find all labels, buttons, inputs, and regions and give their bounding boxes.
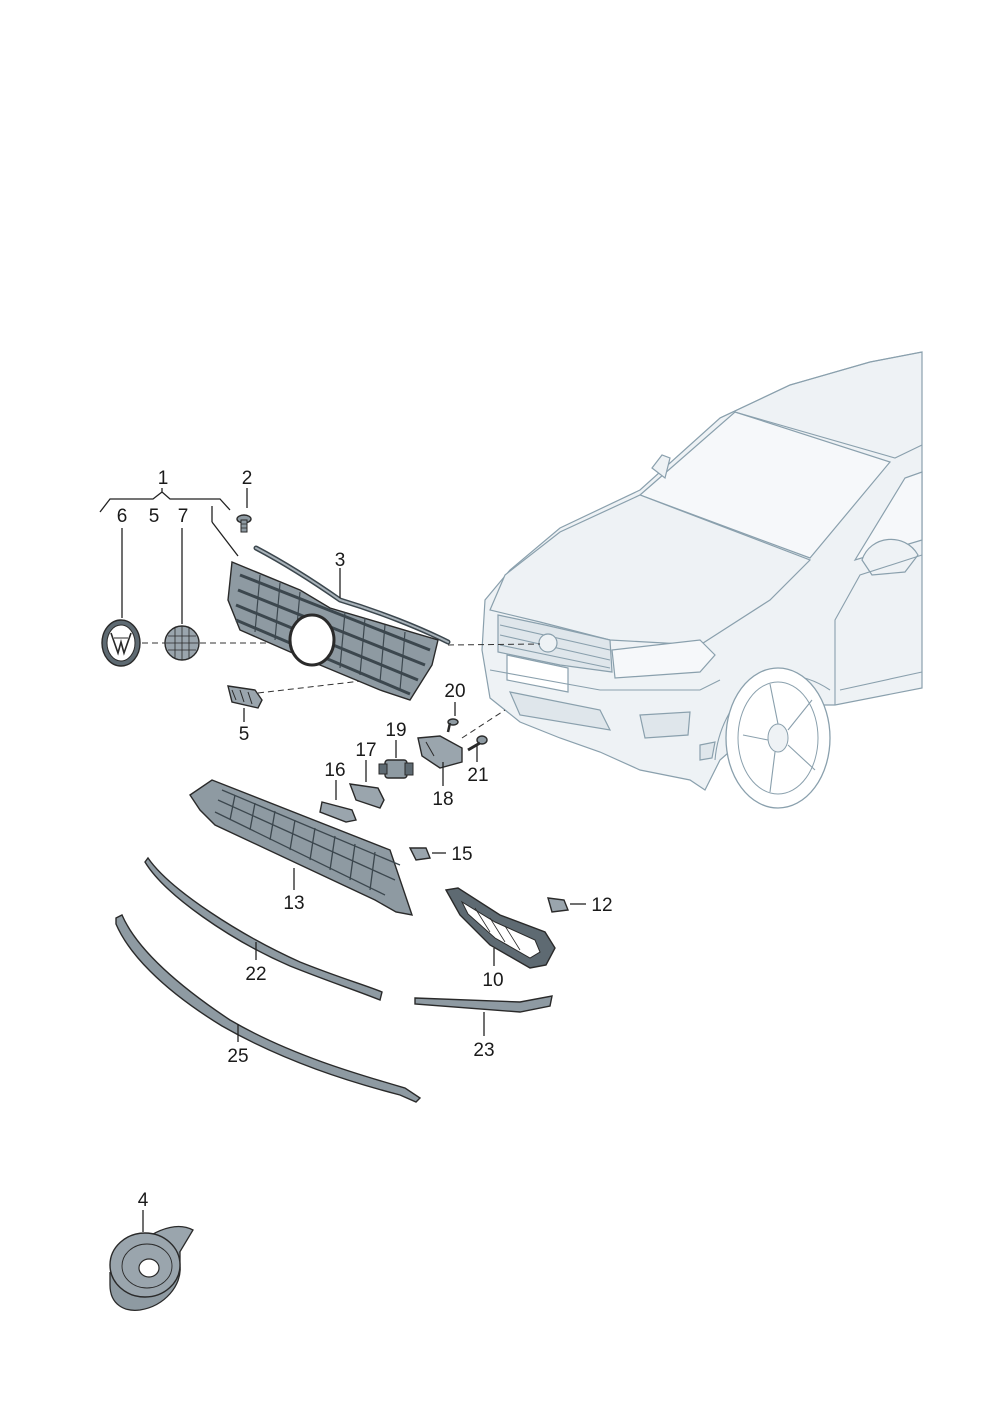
callout-23: 23 bbox=[473, 1040, 494, 1061]
clip-12-part bbox=[547, 897, 569, 913]
sensor-holder-part bbox=[417, 735, 463, 769]
callout-4: 4 bbox=[138, 1190, 149, 1211]
callout-5-lower: 5 bbox=[239, 724, 250, 745]
cover-17-part bbox=[348, 783, 385, 809]
callout-2: 2 bbox=[242, 468, 253, 489]
callout-7: 7 bbox=[178, 506, 189, 527]
callout-17: 17 bbox=[355, 740, 376, 761]
screw-part bbox=[236, 514, 252, 533]
callout-16: 16 bbox=[324, 760, 345, 781]
adhesive-tape-part bbox=[109, 1225, 194, 1311]
emblem-carrier-part bbox=[164, 625, 200, 661]
trim-strip-22-part bbox=[144, 856, 383, 1001]
sensor-part bbox=[378, 759, 414, 779]
radiator-grille-part bbox=[227, 560, 439, 701]
callout-5-upper: 5 bbox=[149, 506, 160, 527]
callout-19: 19 bbox=[385, 720, 406, 741]
callout-labels: 1 2 3 4 5 5 6 7 10 12 13 15 16 17 18 19 … bbox=[117, 468, 613, 1211]
spoiler-strip-25-part bbox=[115, 914, 422, 1103]
callout-18: 18 bbox=[432, 789, 453, 810]
callout-20: 20 bbox=[444, 681, 465, 702]
vehicle-illustration bbox=[481, 351, 923, 809]
screw-20-part bbox=[446, 718, 459, 733]
callout-25: 25 bbox=[227, 1046, 248, 1067]
clip-15-part bbox=[408, 847, 431, 861]
emblem-part bbox=[101, 619, 141, 667]
callout-10: 10 bbox=[482, 970, 503, 991]
callout-6: 6 bbox=[117, 506, 128, 527]
callout-3: 3 bbox=[335, 550, 346, 571]
callout-22: 22 bbox=[245, 964, 266, 985]
callout-21: 21 bbox=[467, 765, 488, 786]
callout-1: 1 bbox=[158, 468, 169, 489]
trim-strip-23-part bbox=[414, 995, 553, 1013]
callout-15: 15 bbox=[451, 844, 472, 865]
lower-grille-part bbox=[189, 779, 414, 916]
screw-21-part bbox=[467, 735, 488, 752]
cover-16-part bbox=[319, 801, 357, 823]
callout-12: 12 bbox=[591, 895, 612, 916]
callout-13: 13 bbox=[283, 893, 304, 914]
bracket-part bbox=[227, 685, 263, 709]
side-grille-part bbox=[444, 887, 556, 969]
leader-lines bbox=[99, 488, 586, 1232]
